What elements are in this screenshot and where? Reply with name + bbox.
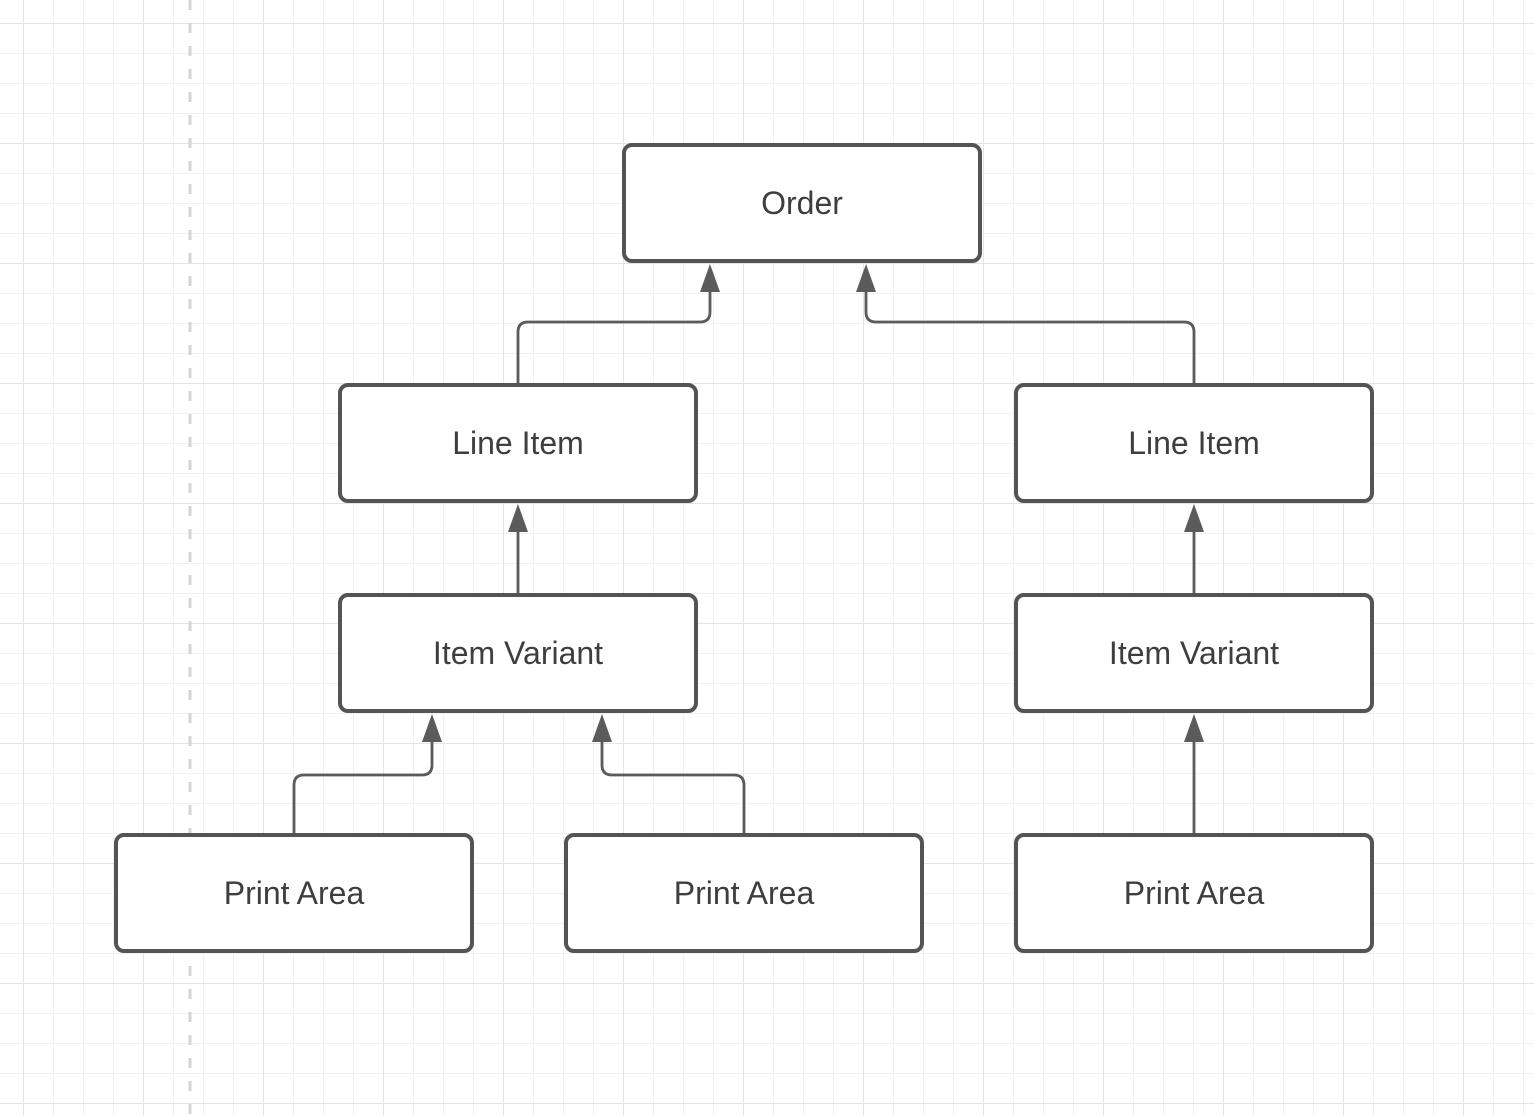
node-line-item-right[interactable]: Line Item: [1014, 383, 1374, 503]
node-item-variant-left-label: Item Variant: [432, 634, 604, 671]
connector-item-variant-right-to-line-item-right[interactable]: [1184, 504, 1204, 593]
node-line-item-left-label: Line Item: [452, 424, 584, 461]
node-print-area-center-label: Print Area: [673, 874, 815, 911]
arrowhead-icon: [856, 264, 876, 292]
node-print-area-center[interactable]: Print Area: [564, 833, 924, 953]
node-item-variant-right-label: Item Variant: [1108, 634, 1280, 671]
connector-line-item-left-to-order[interactable]: [516, 264, 720, 383]
arrowhead-icon: [508, 504, 528, 532]
connector-print-area-center-to-item-variant-left[interactable]: [592, 714, 746, 833]
arrowhead-icon: [592, 714, 612, 742]
arrowhead-icon: [700, 264, 720, 292]
connector-print-area-right-to-item-variant-right[interactable]: [1184, 714, 1204, 833]
node-print-area-right-label: Print Area: [1123, 874, 1265, 911]
node-print-area-left-label: Print Area: [223, 874, 365, 911]
connector-item-variant-left-to-line-item-left[interactable]: [508, 504, 528, 593]
node-line-item-right-label: Line Item: [1128, 424, 1260, 461]
connector-line-item-right-to-order[interactable]: [856, 264, 1196, 383]
node-line-item-left[interactable]: Line Item: [338, 383, 698, 503]
arrowhead-icon: [1184, 504, 1204, 532]
node-item-variant-left[interactable]: Item Variant: [338, 593, 698, 713]
node-item-variant-right[interactable]: Item Variant: [1014, 593, 1374, 713]
arrowhead-icon: [1184, 714, 1204, 742]
node-print-area-right[interactable]: Print Area: [1014, 833, 1374, 953]
arrowhead-icon: [422, 714, 442, 742]
node-print-area-left[interactable]: Print Area: [114, 833, 474, 953]
node-order-label: Order: [761, 184, 843, 221]
node-order[interactable]: Order: [622, 143, 982, 263]
connector-print-area-left-to-item-variant-left[interactable]: [292, 714, 442, 833]
